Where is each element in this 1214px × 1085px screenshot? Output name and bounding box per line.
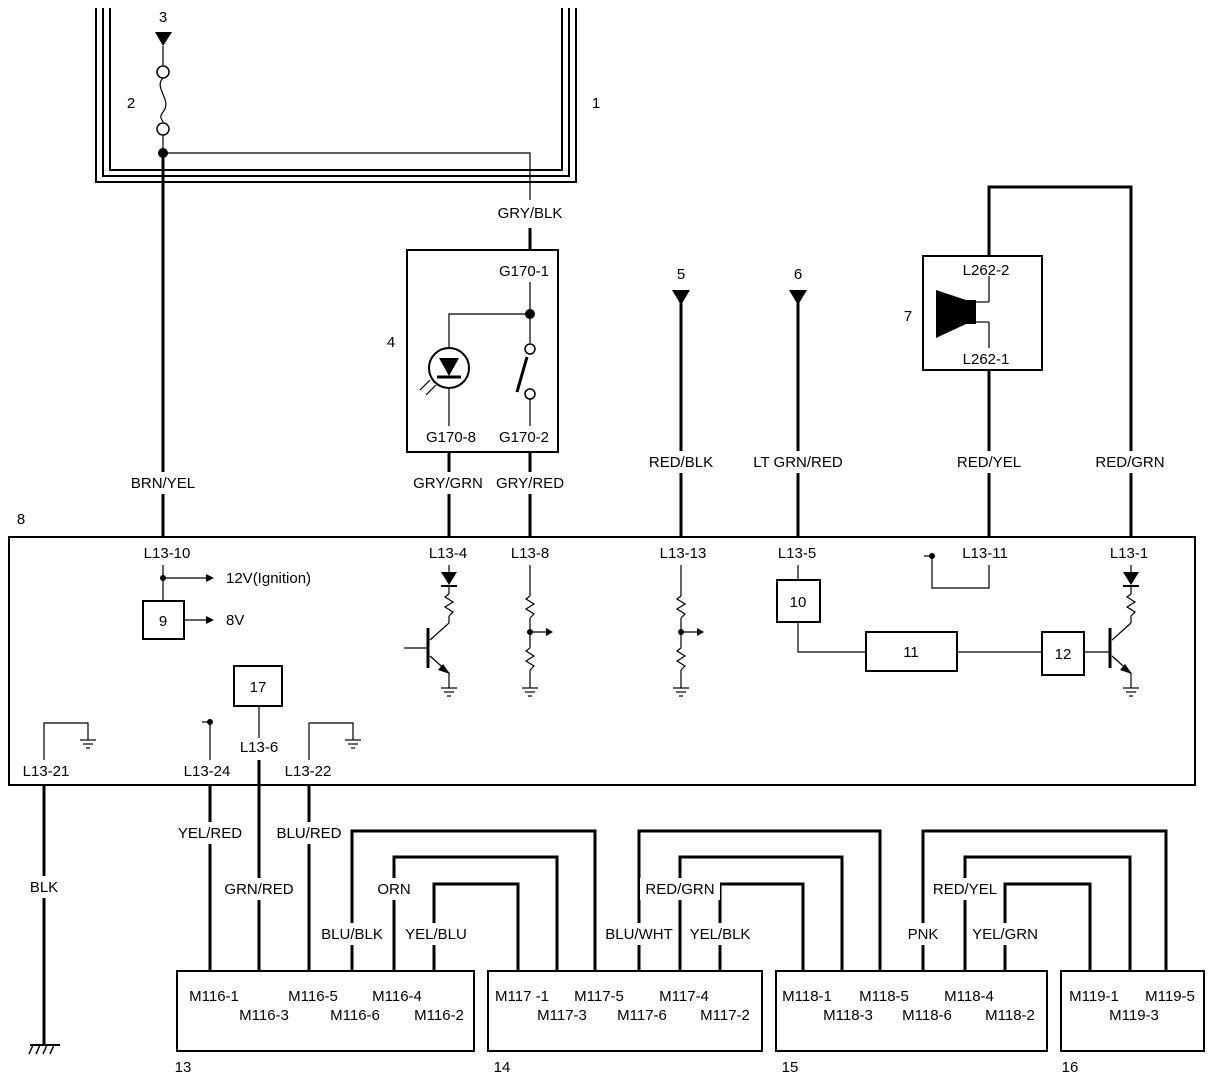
pin-m118-3: M118-3 — [823, 1007, 873, 1024]
chassis-ground-icon — [28, 1044, 60, 1055]
callout-17: 17 — [250, 679, 267, 696]
pin-m116-1: M116-1 — [189, 988, 239, 1005]
wire-label-grn-red-bottom: GRN/RED — [224, 881, 293, 898]
pin-m117-1: M117 -1 — [495, 988, 549, 1005]
callout-6: 6 — [794, 266, 802, 283]
wire-label-blk: BLK — [30, 879, 58, 896]
pin-l13-5: L13-5 — [778, 545, 816, 562]
pin-m116-5: M116-5 — [288, 988, 338, 1005]
wire-label-orn: ORN — [377, 881, 410, 898]
wire-label-red-grn-top: RED/GRN — [1095, 454, 1164, 471]
wire-label-brn-yel: BRN/YEL — [131, 475, 195, 492]
connector-m117-box — [487, 970, 763, 1052]
speaker-icon — [936, 276, 990, 348]
pin-l13-6: L13-6 — [240, 739, 278, 756]
pin-m118-6: M118-6 — [902, 1007, 952, 1024]
callout-11: 11 — [903, 644, 919, 661]
callout-14: 14 — [494, 1059, 511, 1076]
control-module-internals — [43, 553, 1139, 760]
pin-m116-4: M116-4 — [372, 988, 422, 1005]
fuse-symbol — [155, 32, 531, 200]
callout-12: 12 — [1055, 646, 1072, 663]
pin-m119-1: M119-1 — [1069, 988, 1119, 1005]
terminal-5-arrow — [672, 290, 690, 305]
pin-m117-4: M117-4 — [659, 988, 709, 1005]
pin-m118-1: M118-1 — [782, 988, 832, 1005]
callout-2: 2 — [127, 95, 135, 112]
wire-label-yel-red: YEL/RED — [178, 825, 242, 842]
callout-1: 1 — [592, 95, 600, 112]
pin-l13-8: L13-8 — [511, 545, 549, 562]
pin-m116-2: M116-2 — [414, 1007, 464, 1024]
wire-label-pnk: PNK — [908, 926, 939, 943]
wire-label-yel-blu: YEL/BLU — [405, 926, 467, 943]
wire-speaker-loop — [987, 185, 1133, 537]
pin-m118-4: M118-4 — [944, 988, 994, 1005]
pin-m117-6: M117-6 — [617, 1007, 667, 1024]
pin-m117-5: M117-5 — [574, 988, 624, 1005]
pin-m119-3: M119-3 — [1109, 1007, 1159, 1024]
pin-l262-1: L262-1 — [963, 351, 1010, 368]
wire-label-red-yel-top: RED/YEL — [957, 454, 1021, 471]
wire-label-blu-red: BLU/RED — [276, 825, 341, 842]
callout-7: 7 — [904, 308, 912, 325]
pin-m117-2: M117-2 — [700, 1007, 750, 1024]
pin-l13-10: L13-10 — [144, 545, 191, 562]
callout-10: 10 — [790, 594, 807, 611]
pin-m117-3: M117-3 — [537, 1007, 587, 1024]
pin-l13-22: L13-22 — [285, 763, 332, 780]
pin-g170-1: G170-1 — [499, 263, 549, 280]
pin-g170-8: G170-8 — [426, 429, 476, 446]
output-ignition-label: 12V(Ignition) — [226, 570, 311, 587]
pin-m118-5: M118-5 — [859, 988, 909, 1005]
connector-m116-box — [176, 970, 475, 1052]
connector-m119-box — [1060, 970, 1205, 1052]
callout-16: 16 — [1062, 1059, 1079, 1076]
callout-5: 5 — [677, 266, 685, 283]
pin-l13-13: L13-13 — [660, 545, 707, 562]
wire-label-red-grn-bottom: RED/GRN — [645, 881, 714, 898]
switch-module-internals — [419, 282, 536, 426]
wire-label-red-blk: RED/BLK — [649, 454, 713, 471]
wire-label-yel-grn: YEL/GRN — [972, 926, 1038, 943]
callout-3: 3 — [159, 9, 167, 26]
callout-13: 13 — [175, 1059, 192, 1076]
callout-9: 9 — [159, 613, 167, 630]
wire-label-red-yel-bottom: RED/YEL — [933, 881, 997, 898]
pin-l13-11: L13-11 — [962, 545, 1008, 562]
wire-label-blu-wht: BLU/WHT — [605, 926, 673, 943]
pin-l13-21: L13-21 — [23, 763, 70, 780]
terminal-6-arrow — [789, 290, 807, 305]
wire-label-yel-blk: YEL/BLK — [690, 926, 751, 943]
wire-label-backgrounds — [26, 202, 1170, 945]
pin-m116-3: M116-3 — [239, 1007, 289, 1024]
callout-8: 8 — [17, 511, 25, 528]
pin-l13-24: L13-24 — [184, 763, 231, 780]
output-8v-label: 8V — [226, 612, 244, 629]
callout-4: 4 — [387, 334, 395, 351]
wire-label-lt-grn-red: LT GRN/RED — [753, 454, 843, 471]
wire-label-gry-red: GRY/RED — [496, 475, 564, 492]
wire-label-gry-blk: GRY/BLK — [498, 205, 563, 222]
wire-label-gry-grn: GRY/GRN — [413, 475, 483, 492]
fuse-box-outline — [95, 8, 577, 183]
callout-15: 15 — [782, 1059, 799, 1076]
pin-m119-5: M119-5 — [1145, 988, 1195, 1005]
pin-l262-2: L262-2 — [963, 262, 1010, 279]
wire-label-blu-blk: BLU/BLK — [321, 926, 383, 943]
pin-m118-2: M118-2 — [985, 1007, 1035, 1024]
pin-l13-4: L13-4 — [429, 545, 467, 562]
control-module-box — [8, 536, 1196, 786]
pin-g170-2: G170-2 — [499, 429, 549, 446]
pin-m116-6: M116-6 — [330, 1007, 380, 1024]
pin-l13-1: L13-1 — [1110, 545, 1148, 562]
connector-m118-box — [775, 970, 1048, 1052]
